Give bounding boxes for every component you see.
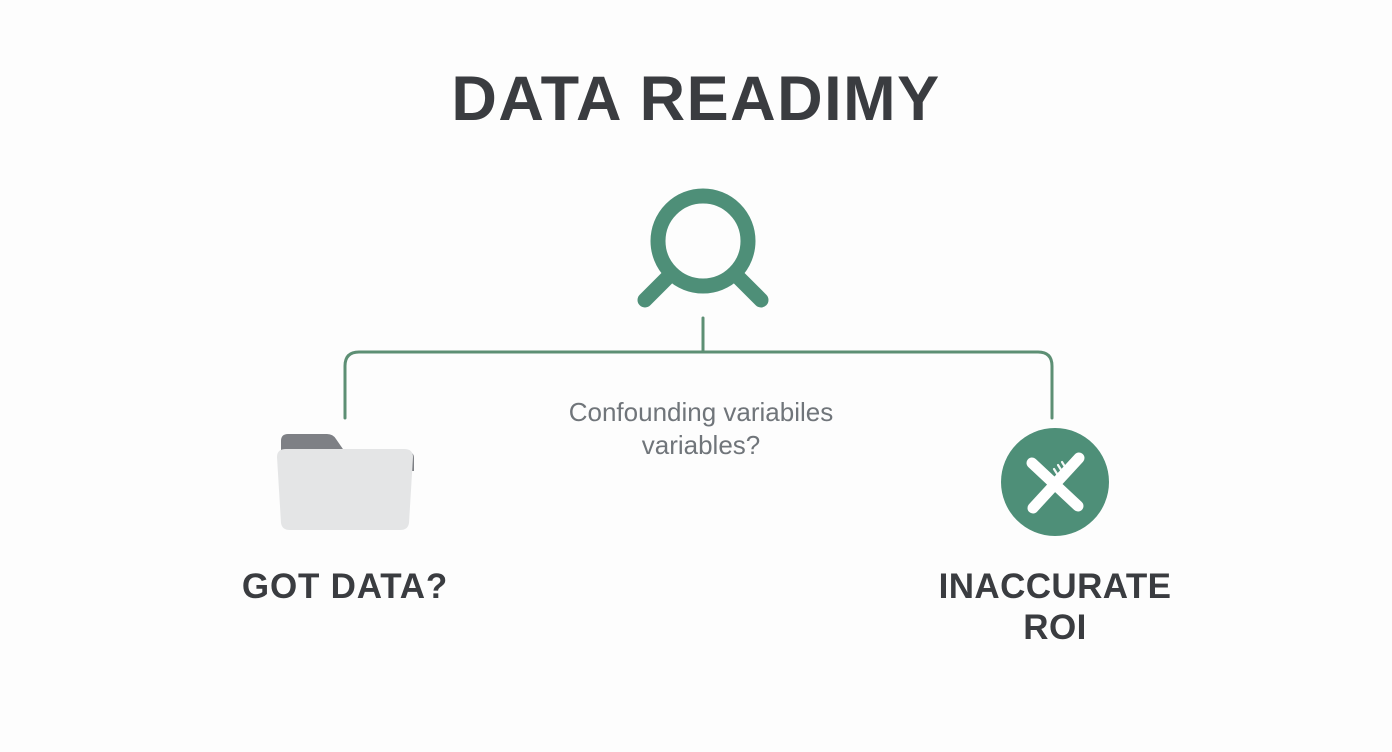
circle-x-icon — [999, 426, 1111, 538]
branch-label-line-1: Confounding variabiles — [568, 397, 834, 427]
root-node — [633, 188, 773, 314]
folder-icon — [275, 427, 415, 537]
node-inaccurate-roi-label-line-2: ROI — [1023, 608, 1087, 648]
magnifying-glass-icon — [633, 188, 773, 314]
circle-x-icon-wrap — [895, 424, 1215, 540]
node-got-data-label: GOT DATA? — [185, 566, 505, 607]
node-got-data-label-line-1: GOT DATA? — [241, 567, 449, 606]
node-got-data[interactable]: GOT DATA? — [185, 424, 505, 607]
folder-icon-wrap — [185, 424, 505, 540]
branch-label: Confounding variabiles variables? — [496, 396, 906, 461]
node-inaccurate-roi[interactable]: INACCURATE ROI — [895, 424, 1215, 649]
branch-label-line-2: variables? — [641, 429, 761, 460]
node-inaccurate-roi-label-line-1: INACCURATE — [938, 567, 1172, 606]
node-inaccurate-roi-label: INACCURATE ROI — [895, 566, 1215, 649]
page-title: DATA READIMY — [451, 64, 941, 134]
